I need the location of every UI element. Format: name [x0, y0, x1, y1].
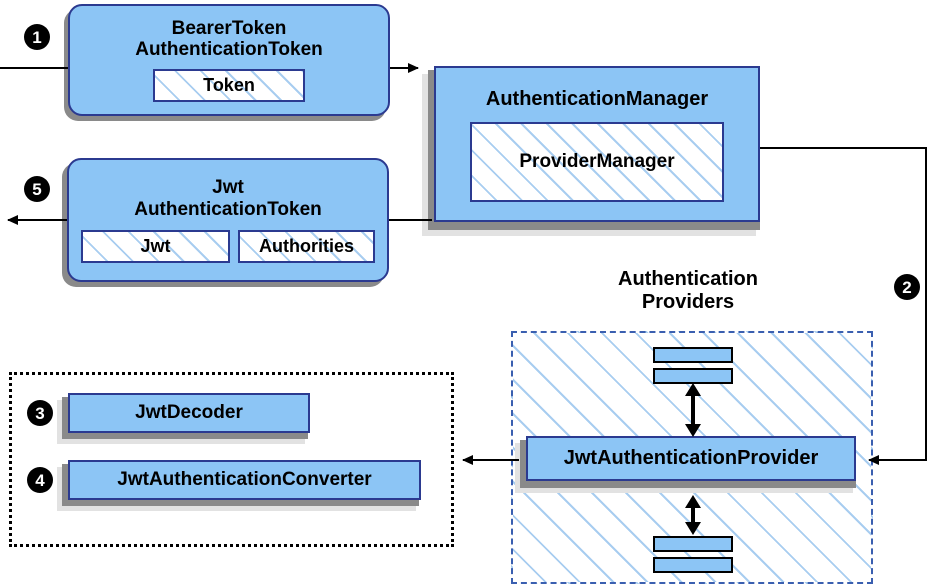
node-bearer-token-authentication-token[interactable]: BearerToken AuthenticationToken Token — [68, 4, 390, 116]
slot-authorities-label: Authorities — [258, 235, 354, 256]
provider-bar-top-2 — [653, 368, 733, 384]
slot-jwt-label: Jwt — [140, 235, 171, 256]
step-badge-4-label: 4 — [35, 470, 45, 490]
bearer-token-title: BearerToken AuthenticationToken — [135, 17, 323, 60]
provider-bar-bottom-1 — [653, 536, 733, 552]
slot-authorities[interactable]: Authorities — [238, 229, 375, 263]
authentication-manager-title: AuthenticationManager — [485, 88, 709, 110]
node-jwt-authentication-token[interactable]: Jwt AuthenticationToken Jwt Authorities — [67, 158, 389, 282]
authentication-providers-label: Authentication Providers — [618, 268, 758, 313]
step-badge-4: 4 — [27, 467, 53, 493]
step-badge-5: 5 — [24, 176, 50, 202]
step-badge-5-label: 5 — [32, 179, 42, 199]
slot-token[interactable]: Token — [153, 69, 305, 103]
node-authentication-manager[interactable]: AuthenticationManager ProviderManager — [434, 66, 760, 222]
step-badge-2: 2 — [894, 274, 920, 300]
node-jwt-authentication-provider[interactable]: JwtAuthenticationProvider — [526, 436, 856, 481]
jwt-token-title: Jwt AuthenticationToken — [134, 177, 322, 220]
jwt-authentication-converter-title: JwtAuthenticationConverter — [117, 469, 372, 491]
provider-bar-top-1 — [653, 347, 733, 363]
provider-bar-bottom-2 — [653, 557, 733, 573]
jwt-components-container — [9, 372, 454, 547]
jwt-decoder-title: JwtDecoder — [135, 402, 243, 424]
step-badge-1: 1 — [24, 24, 50, 50]
step-badge-2-label: 2 — [902, 277, 912, 297]
jwt-authentication-provider-title: JwtAuthenticationProvider — [563, 447, 819, 470]
node-jwt-decoder[interactable]: JwtDecoder — [68, 393, 310, 433]
slot-token-label: Token — [203, 75, 255, 96]
slot-provider-manager-label: ProviderManager — [519, 151, 675, 173]
step-badge-3: 3 — [27, 400, 53, 426]
node-jwt-authentication-converter[interactable]: JwtAuthenticationConverter — [68, 460, 421, 500]
slot-jwt[interactable]: Jwt — [81, 229, 230, 263]
slot-provider-manager[interactable]: ProviderManager — [470, 122, 724, 203]
step-badge-1-label: 1 — [32, 27, 42, 47]
step-badge-3-label: 3 — [35, 403, 45, 423]
